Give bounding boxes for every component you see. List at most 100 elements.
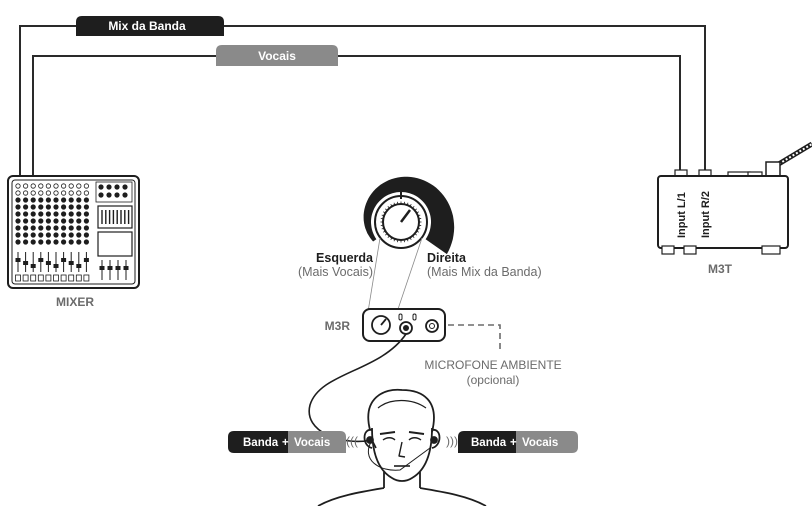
mixer-knob — [83, 190, 90, 196]
mixer-knob — [22, 232, 29, 238]
mixer-channel-button — [68, 274, 75, 282]
vocals-cable: Vocais — [32, 45, 681, 178]
mixer-master-knob — [122, 192, 128, 198]
mixer-knob-grid — [15, 183, 129, 282]
mix-knob-knurl — [406, 238, 409, 242]
mixer-knob — [60, 204, 67, 210]
mixer-knob — [68, 225, 74, 231]
mixer-knob — [53, 197, 59, 203]
mixer-master-knob — [98, 184, 104, 190]
mixer-knob — [68, 232, 74, 238]
band-mix-cable: Mix da Banda — [19, 16, 706, 178]
left-badge-band: Banda — [243, 437, 279, 449]
mixer-knob — [38, 197, 44, 203]
mixer-knob — [60, 218, 67, 224]
mixer-knob — [53, 183, 59, 189]
mixer-fader-cap — [61, 258, 67, 262]
earphone-right — [430, 436, 438, 444]
mixer-knob — [38, 239, 44, 245]
mixer-master-fader-cap — [107, 266, 113, 270]
ambient-mic-dashed-line — [448, 324, 501, 350]
right-badge-band: Banda — [471, 437, 507, 449]
mixer-label: MIXER — [56, 295, 94, 309]
mixer-knob — [45, 218, 52, 224]
mixer-knob — [15, 183, 21, 189]
mixer-knob — [45, 232, 52, 238]
mix-knob-knurl — [393, 202, 396, 206]
mixer-knob — [60, 225, 67, 231]
mix-knob-knurl — [393, 238, 396, 242]
right-badge-plus: + — [510, 437, 517, 449]
mixer-channel-button — [83, 274, 90, 282]
mixer-knob — [38, 232, 44, 238]
left-badge-vocals: Vocais — [294, 437, 330, 449]
vocals-cable-label: Vocais — [258, 49, 296, 63]
mixer-knob — [45, 190, 52, 196]
mixer-knob — [30, 183, 36, 189]
mixer-knob — [68, 197, 74, 203]
mixer-master-knob — [98, 192, 104, 198]
ambient-mic-optional: (opcional) — [467, 373, 520, 387]
left-ear-mix-badge: Banda + Vocais — [228, 431, 346, 453]
mixer-knob — [60, 197, 67, 203]
mix-knob-knurl — [390, 204, 393, 207]
knob-right-title: Direita — [427, 251, 467, 265]
transmitter-device: Input L/1 Input R/2 — [657, 141, 812, 255]
knob-left-title: Esquerda — [316, 251, 374, 265]
mixer-knob — [68, 190, 74, 196]
mix-knob-knurl — [409, 204, 412, 207]
mixer-knob — [22, 197, 29, 203]
receiver-label: M3R — [325, 319, 351, 333]
mixer-knob — [60, 239, 67, 245]
transmitter-label: M3T — [708, 262, 733, 276]
mixer-knob — [38, 204, 44, 210]
mixer-channel-button — [45, 274, 52, 282]
mixer-master-section — [95, 181, 133, 203]
left-badge-plus: + — [282, 437, 289, 449]
mixer-channel-button — [15, 274, 21, 282]
mixer-knob — [53, 232, 59, 238]
mixer-knob — [83, 204, 90, 210]
mixer-knob — [76, 218, 82, 224]
mixer-master-knob — [106, 192, 112, 198]
mix-knob-knurl — [381, 227, 385, 230]
right-badge-vocals: Vocais — [522, 437, 558, 449]
mixer-knob — [83, 225, 90, 231]
mixer-knob — [68, 211, 74, 217]
mixer-master-knob — [114, 184, 120, 190]
mixer-knob — [45, 183, 52, 189]
band-mix-cable-tab — [76, 16, 224, 36]
mixer-knob — [83, 211, 90, 217]
ambient-mic-label: MICROFONE AMBIENTE — [424, 358, 561, 372]
mixer-knob — [76, 183, 82, 189]
mixer-fader-cap — [30, 264, 36, 268]
zoom-line-right — [394, 237, 423, 319]
mixer-master-fader-cap — [99, 266, 105, 270]
mix-knob-knurl — [414, 233, 417, 236]
mixer-knob — [30, 218, 36, 224]
mixer-knob — [60, 211, 67, 217]
mixer-knob — [83, 197, 90, 203]
mixer-knob — [15, 239, 21, 245]
mix-knob-knurl — [387, 235, 390, 238]
mixer-knob — [68, 239, 74, 245]
mixer-knob — [83, 232, 90, 238]
sound-wave-left: ((( — [346, 434, 358, 448]
mixer-master-fader-cap — [115, 266, 121, 270]
mixer-master-knob — [114, 192, 120, 198]
mixer-knob — [53, 218, 59, 224]
mixer-knob — [15, 190, 21, 196]
mixer-knob — [53, 211, 59, 217]
mixer-knob — [60, 232, 67, 238]
mixer-knob — [15, 232, 21, 238]
vocals-cable-tab — [216, 45, 338, 66]
mix-knob-knurl — [417, 214, 421, 217]
mix-knob-knurl — [383, 230, 386, 233]
mixer-fader-cap — [45, 261, 51, 265]
mix-knob-knurl — [390, 237, 393, 240]
mixer-knob — [22, 218, 29, 224]
mixer-knob — [22, 204, 29, 210]
mixer-knob — [30, 190, 36, 196]
knob-left-subtitle: (Mais Vocais) — [298, 265, 373, 279]
mix-knob-knurl — [412, 206, 415, 209]
